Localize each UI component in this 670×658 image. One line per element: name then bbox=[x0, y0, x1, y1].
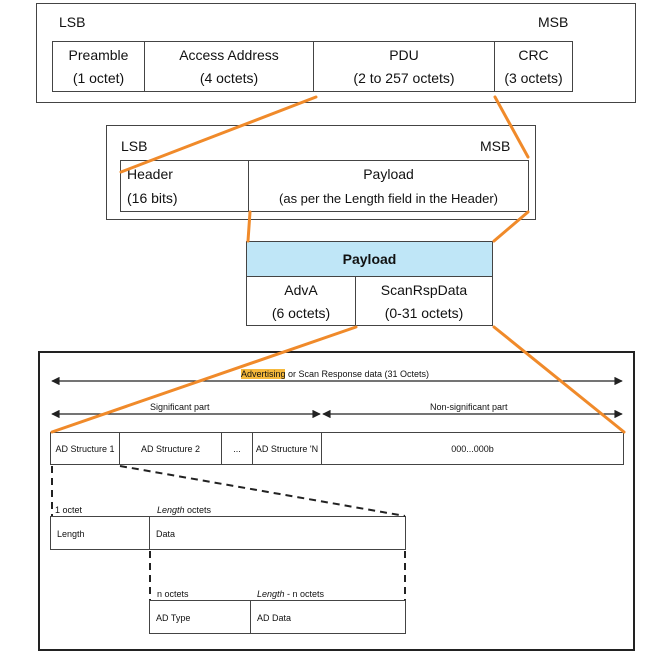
ad-type-name: AD Type bbox=[156, 613, 191, 623]
padding-field: 000...000b bbox=[321, 432, 624, 465]
length-size-label: 1 octet bbox=[55, 505, 83, 515]
ad-structure-2-label: AD Structure 2 bbox=[140, 444, 201, 454]
nonsignificant-label: Non-significant part bbox=[430, 402, 508, 412]
packet-msb-label: MSB bbox=[538, 14, 569, 30]
payload-title: Payload bbox=[342, 251, 397, 267]
pdu-format-frame: LSB MSB bbox=[106, 125, 536, 220]
adv-span-label: Advertising or Scan Response data (31 Oc… bbox=[0, 369, 670, 379]
crc-name: CRC bbox=[518, 47, 549, 63]
scanrspdata-size: (0-31 octets) bbox=[384, 305, 464, 321]
ad-structure-1-label: AD Structure 1 bbox=[55, 444, 115, 454]
payload-left-connector bbox=[246, 210, 252, 243]
addata-size-italic: Length bbox=[257, 589, 285, 599]
pdu-to-msb-connector bbox=[493, 95, 530, 159]
crc-field: CRC (3 octets) bbox=[494, 41, 573, 92]
access-address-size: (4 octets) bbox=[199, 70, 259, 86]
payload-size: (as per the Length field in the Header) bbox=[279, 191, 498, 206]
payload-title-cell: Payload bbox=[246, 241, 493, 277]
payload-right-connector bbox=[492, 210, 530, 243]
scanrsp-left-connector bbox=[50, 325, 358, 434]
header-size: (16 bits) bbox=[127, 190, 178, 206]
advertising-highlight: Advertising bbox=[240, 369, 286, 379]
adva-size: (6 octets) bbox=[271, 305, 331, 321]
data-size-label: Length octets bbox=[157, 505, 211, 515]
adva-field: AdvA (6 octets) bbox=[246, 276, 356, 326]
data-size-rest: octets bbox=[184, 505, 212, 515]
packet-lsb-label: LSB bbox=[59, 14, 86, 30]
header-name: Header bbox=[127, 166, 173, 182]
packet-format-frame: LSB MSB bbox=[36, 3, 636, 103]
pdu-msb-label: MSB bbox=[480, 138, 511, 154]
type-size-label: n octets bbox=[157, 589, 189, 599]
data-size-italic: Length bbox=[157, 505, 185, 515]
ad-structure-ellipsis-label: ... bbox=[233, 444, 241, 454]
expansion-dashed-diagonal bbox=[119, 465, 406, 517]
significant-label: Significant part bbox=[150, 402, 210, 412]
ad-data-field: AD Data bbox=[250, 600, 406, 634]
pdu-size: (2 to 257 octets) bbox=[353, 70, 455, 86]
scanrspdata-name: ScanRspData bbox=[380, 282, 468, 298]
scanrspdata-field: ScanRspData (0-31 octets) bbox=[355, 276, 493, 326]
crc-size: (3 octets) bbox=[504, 70, 563, 86]
addata-size-label: Length - n octets bbox=[257, 589, 324, 599]
data-name: Data bbox=[156, 529, 176, 539]
scanrsp-right-connector bbox=[492, 325, 626, 434]
header-field: Header (16 bits) bbox=[120, 160, 249, 212]
payload-name: Payload bbox=[363, 166, 414, 182]
data-field: Data bbox=[149, 516, 406, 550]
payload-field: Payload (as per the Length field in the … bbox=[248, 160, 529, 212]
padding-label: 000...000b bbox=[451, 444, 494, 454]
preamble-size: (1 octet) bbox=[72, 70, 125, 86]
pdu-lsb-label: LSB bbox=[121, 138, 148, 154]
length-name: Length bbox=[57, 529, 85, 539]
ad-data-name: AD Data bbox=[257, 613, 292, 623]
adv-span-label-rest: or Scan Response data (31 Octets) bbox=[285, 369, 430, 379]
pdu-name: PDU bbox=[389, 47, 419, 63]
preamble-field: Preamble (1 octet) bbox=[52, 41, 145, 92]
preamble-name: Preamble bbox=[68, 47, 129, 63]
ad-structure-n-label: AD Structure 'N bbox=[255, 444, 319, 454]
addata-size-rest: - n octets bbox=[284, 589, 325, 599]
pdu-to-header-connector bbox=[119, 95, 318, 174]
adva-name: AdvA bbox=[284, 282, 318, 298]
access-address-name: Access Address bbox=[179, 47, 279, 63]
